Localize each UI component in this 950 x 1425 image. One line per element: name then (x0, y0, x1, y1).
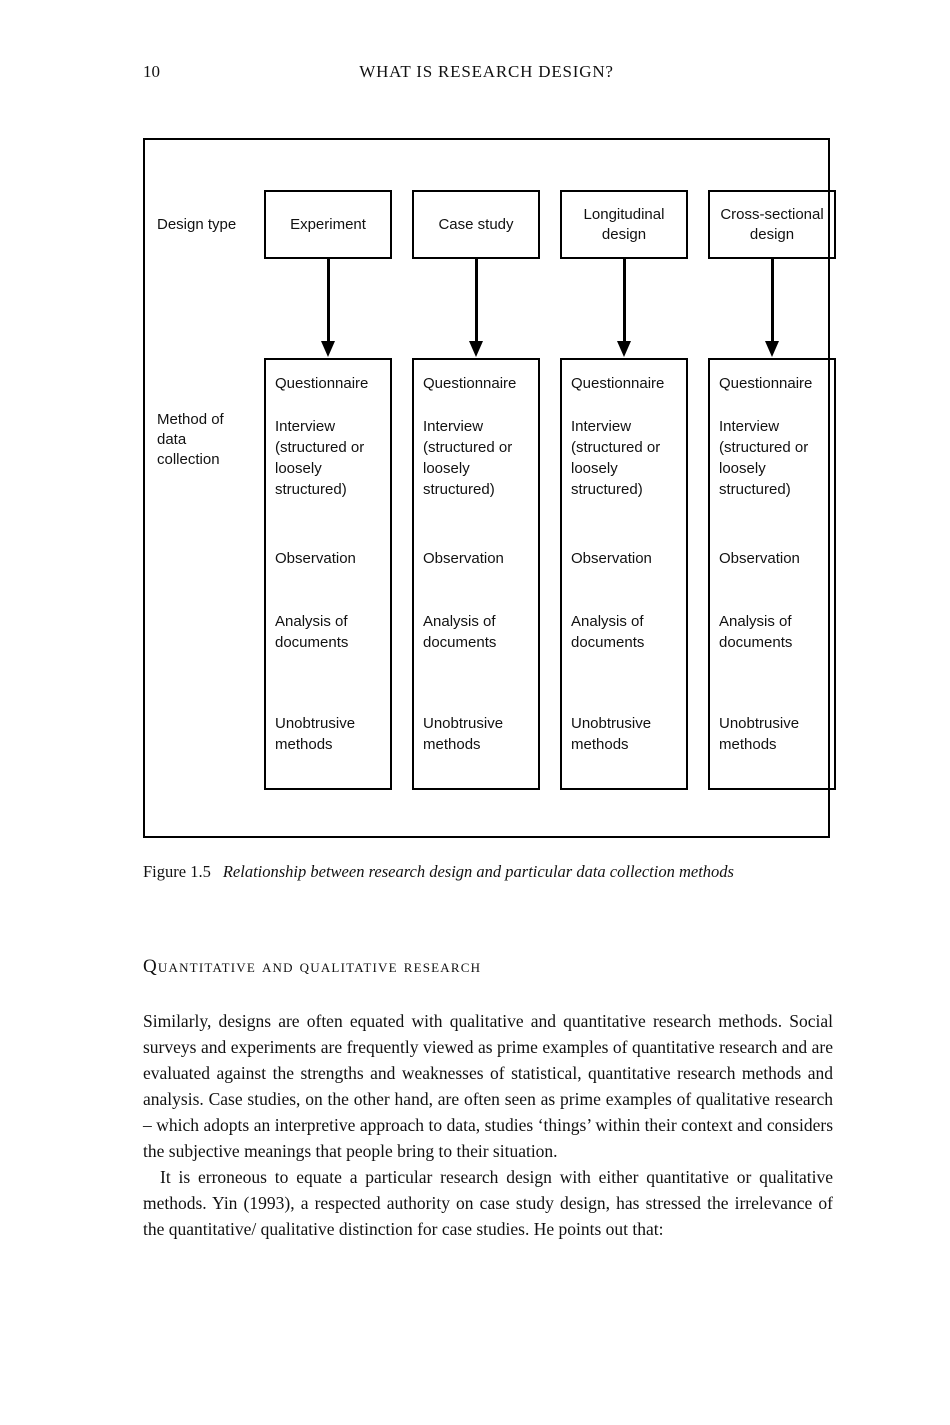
figure-diagram: Design type Experiment Case study Longit… (143, 138, 836, 838)
method-item: Analysis of documents (571, 613, 645, 651)
arrow-head (469, 341, 483, 357)
method-item: Observation (719, 550, 800, 567)
paragraph-2: It is erroneous to equate a particular r… (143, 1167, 833, 1239)
method-item: Observation (275, 550, 356, 567)
method-item: Interview (structured or loosely structu… (719, 418, 809, 498)
arrow-row-spacer (157, 259, 244, 358)
method-box-case-study: Questionnaire Interview (structured or l… (412, 358, 540, 790)
method-item: Observation (423, 550, 504, 567)
page-number: 10 (143, 62, 160, 81)
body-text: Similarly, designs are often equated wit… (143, 1008, 833, 1242)
method-item: Questionnaire (423, 375, 517, 392)
figure-caption-text: Relationship between research design and… (222, 862, 734, 881)
method-item: Unobtrusive methods (571, 715, 652, 753)
down-arrow-icon (264, 259, 392, 358)
design-type-label: Design type (157, 215, 237, 233)
down-arrow-icon (560, 259, 688, 358)
method-item: Unobtrusive methods (423, 715, 504, 753)
arrow-shaft (622, 259, 626, 341)
running-header: 10 WHAT IS RESEARCH DESIGN? (143, 62, 830, 84)
method-item: Analysis of documents (275, 613, 349, 651)
method-item: Unobtrusive methods (719, 715, 800, 753)
arrow-shaft (326, 259, 330, 341)
arrow-shaft (474, 259, 478, 341)
method-box-longitudinal: Questionnaire Interview (structured or l… (560, 358, 688, 790)
method-item: Questionnaire (571, 375, 665, 392)
method-item: Questionnaire (719, 375, 813, 392)
method-item: Interview (structured or loosely structu… (423, 418, 513, 498)
method-item: Questionnaire (275, 375, 369, 392)
section-heading: Quantitative and qualitative research (143, 956, 482, 977)
down-arrow-icon (708, 259, 836, 358)
method-item: Analysis of documents (719, 613, 793, 651)
arrow-head (765, 341, 779, 357)
paragraph-1: Similarly, designs are often equated wit… (143, 1011, 833, 1161)
figure-caption-label: Figure 1.5 (143, 862, 211, 881)
design-box-experiment: Experiment (264, 190, 392, 259)
method-item: Interview (structured or loosely structu… (275, 418, 365, 498)
arrow-head (617, 341, 631, 357)
design-box-case-study: Case study (412, 190, 540, 259)
arrow-head (321, 341, 335, 357)
method-item: Observation (571, 550, 652, 567)
arrow-shaft (770, 259, 774, 341)
method-box-experiment: Questionnaire Interview (structured or l… (264, 358, 392, 790)
method-box-cross-sectional: Questionnaire Interview (structured or l… (708, 358, 836, 790)
method-of-data-collection-label: Method of data collection (157, 411, 224, 468)
design-box-longitudinal: Longitudinal design (560, 190, 688, 259)
running-head-title: WHAT IS RESEARCH DESIGN? (359, 62, 614, 81)
method-item: Interview (structured or loosely structu… (571, 418, 661, 498)
method-item: Analysis of documents (423, 613, 497, 651)
figure-caption: Figure 1.5 Relationship between research … (143, 860, 843, 883)
down-arrow-icon (412, 259, 540, 358)
design-box-cross-sectional: Cross-sectional design (708, 190, 836, 259)
method-item: Unobtrusive methods (275, 715, 356, 753)
